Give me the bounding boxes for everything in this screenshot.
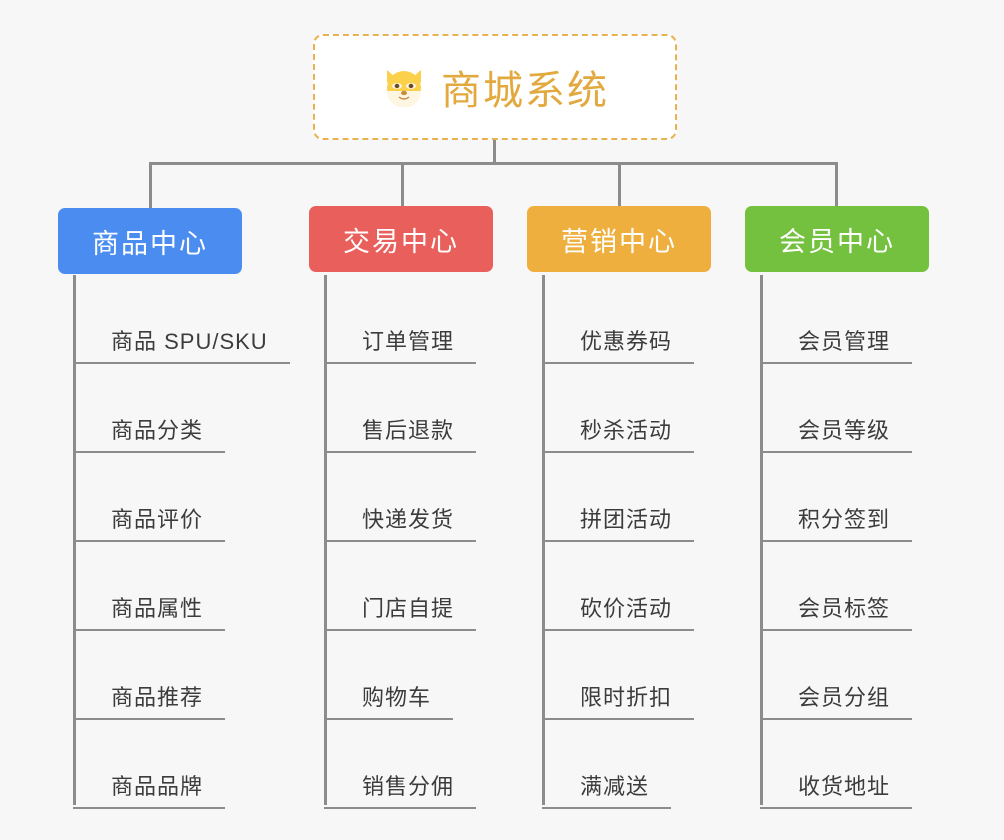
leaf-item[interactable]: 快递发货 — [324, 453, 477, 542]
connector-root-stem — [493, 140, 496, 164]
category-label: 营销中心 — [561, 226, 677, 257]
leaf-item[interactable]: 商品品牌 — [73, 720, 226, 809]
leaf-label: 商品推荐 — [73, 680, 226, 720]
connector-horizontal-bus — [149, 162, 835, 165]
leaf-item[interactable]: 商品推荐 — [73, 631, 226, 720]
leaf-item[interactable]: 会员管理 — [760, 275, 913, 364]
root-node[interactable]: 商城系统 — [313, 34, 677, 140]
leaf-label: 拼团活动 — [542, 502, 695, 542]
category-box-member-center[interactable]: 会员中心 — [745, 206, 929, 272]
leaf-label: 购物车 — [324, 680, 454, 720]
leaf-label: 商品分类 — [73, 413, 226, 453]
leaf-item[interactable]: 订单管理 — [324, 275, 477, 364]
leaf-label: 会员管理 — [760, 324, 913, 364]
connector-drop-trade-center — [401, 162, 404, 208]
leaf-label: 满减送 — [542, 769, 672, 809]
leaf-label: 订单管理 — [324, 324, 477, 364]
leaf-item[interactable]: 积分签到 — [760, 453, 913, 542]
leaf-label: 售后退款 — [324, 413, 477, 453]
leaf-label: 限时折扣 — [542, 680, 695, 720]
leaf-item[interactable]: 购物车 — [324, 631, 454, 720]
leaf-item[interactable]: 会员等级 — [760, 364, 913, 453]
leaf-item[interactable]: 拼团活动 — [542, 453, 695, 542]
leaf-label: 会员等级 — [760, 413, 913, 453]
root-title: 商城系统 — [441, 69, 609, 113]
leaf-label: 砍价活动 — [542, 591, 695, 631]
leaf-item[interactable]: 砍价活动 — [542, 542, 695, 631]
leaf-item[interactable]: 销售分佣 — [324, 720, 477, 809]
connector-drop-marketing-center — [618, 162, 621, 208]
category-box-trade-center[interactable]: 交易中心 — [309, 206, 493, 272]
dog-face-icon — [381, 64, 427, 110]
leaf-item[interactable]: 商品属性 — [73, 542, 226, 631]
leaf-label: 快递发货 — [324, 502, 477, 542]
category-label: 会员中心 — [779, 226, 895, 257]
category-label: 商品中心 — [92, 228, 208, 259]
leaf-label: 商品 SPU/SKU — [73, 324, 290, 364]
leaf-item[interactable]: 会员分组 — [760, 631, 913, 720]
leaf-item[interactable]: 门店自提 — [324, 542, 477, 631]
leaf-label: 会员标签 — [760, 591, 913, 631]
leaf-item[interactable]: 售后退款 — [324, 364, 477, 453]
leaf-label: 收货地址 — [760, 769, 913, 809]
leaf-label: 积分签到 — [760, 502, 913, 542]
category-label: 交易中心 — [343, 226, 459, 257]
leaf-item[interactable]: 会员标签 — [760, 542, 913, 631]
leaf-item[interactable]: 满减送 — [542, 720, 672, 809]
leaf-item[interactable]: 收货地址 — [760, 720, 913, 809]
leaf-label: 商品品牌 — [73, 769, 226, 809]
leaf-label: 商品属性 — [73, 591, 226, 631]
category-box-product-center[interactable]: 商品中心 — [58, 208, 242, 274]
leaf-label: 秒杀活动 — [542, 413, 695, 453]
leaf-item[interactable]: 商品分类 — [73, 364, 226, 453]
leaf-label: 门店自提 — [324, 591, 477, 631]
leaf-label: 优惠券码 — [542, 324, 695, 364]
leaf-label: 会员分组 — [760, 680, 913, 720]
category-box-marketing-center[interactable]: 营销中心 — [527, 206, 711, 272]
leaf-item[interactable]: 商品 SPU/SKU — [73, 275, 290, 364]
leaf-label: 商品评价 — [73, 502, 226, 542]
leaf-item[interactable]: 限时折扣 — [542, 631, 695, 720]
leaf-label: 销售分佣 — [324, 769, 477, 809]
leaf-item[interactable]: 商品评价 — [73, 453, 226, 542]
connector-drop-member-center — [835, 162, 838, 208]
leaf-item[interactable]: 优惠券码 — [542, 275, 695, 364]
leaf-item[interactable]: 秒杀活动 — [542, 364, 695, 453]
connector-drop-product-center — [149, 162, 152, 208]
